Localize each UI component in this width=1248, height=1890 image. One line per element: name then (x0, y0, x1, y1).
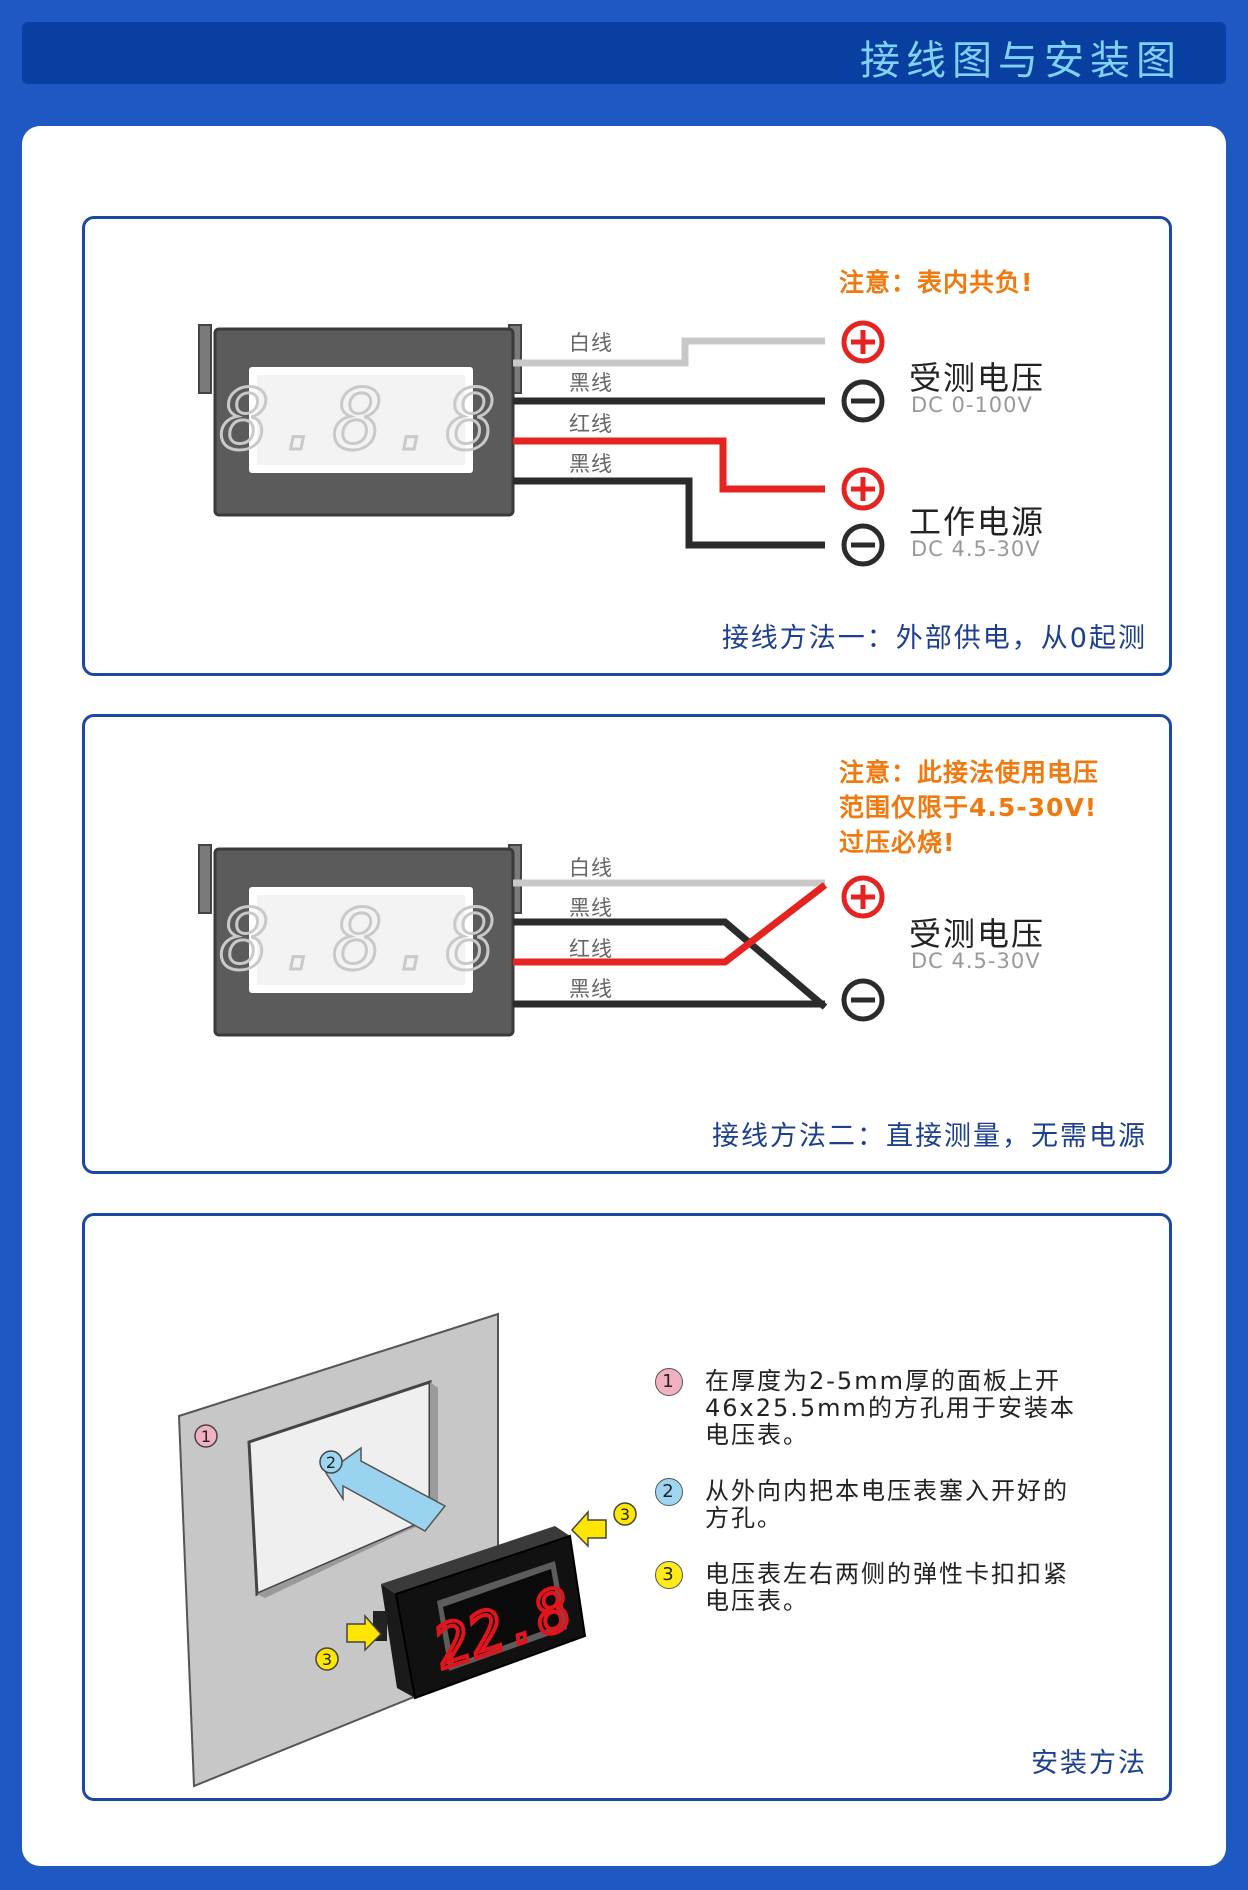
method2-diagram: 8.8.8 (198, 844, 885, 1037)
install-step-1: 1 在厚度为2-5mm厚的面板上开46x25.5mm的方孔用于安装本电压表。 (655, 1367, 1085, 1449)
method2-warning-line-3: 过压必烧! (839, 828, 956, 857)
wiring-method-1-card: 注意：表内共负! 8.8.8 (82, 216, 1172, 676)
display-digits: 8.8.8 (220, 891, 503, 989)
red-wire (513, 882, 828, 966)
step-2-text: 从外向内把本电压表塞入开好的方孔。 (705, 1477, 1069, 1532)
clip-arrow-icon (570, 1510, 607, 1548)
method2-warning-line-2: 范围仅限于4.5-30V! (839, 793, 1098, 822)
marker-1-label: 1 (201, 1427, 211, 1446)
clip-arrow-icon (346, 1614, 383, 1652)
plus-circle-icon (841, 320, 885, 364)
installation-card: 22.8 1 2 3 3 1 在厚度为2-5mm厚的面板上开46x25.5mm的… (82, 1213, 1172, 1801)
meter-body (198, 844, 522, 1037)
measured-voltage-label: 受测电压 (909, 359, 1046, 397)
installation-illustration: 22.8 1 2 3 3 (177, 1312, 637, 1788)
minus-circle-icon (841, 523, 885, 567)
wire-label-red: 红线 (569, 412, 613, 436)
marker-3-left-label: 3 (322, 1650, 332, 1669)
plus-circle-icon (841, 467, 885, 511)
measured-voltage-range: DC 0-100V (911, 393, 1033, 417)
install-step-3: 3 电压表左右两侧的弹性卡扣扣紧电压表。 (655, 1560, 1085, 1615)
step-2-number: 2 (655, 1478, 683, 1506)
method2-warning-line-1: 注意：此接法使用电压 (839, 758, 1100, 787)
power-supply-range: DC 4.5-30V (911, 537, 1041, 561)
push-arrow-icon (324, 1446, 447, 1532)
wire-label-black-1: 黑线 (569, 896, 613, 920)
wiring-method-2-card: 注意：此接法使用电压 范围仅限于4.5-30V! 过压必烧! 8.8.8 白线 … (82, 714, 1172, 1174)
step-1-number: 1 (655, 1368, 683, 1396)
marker-2-label: 2 (326, 1453, 336, 1472)
wire-label-white: 白线 (569, 856, 613, 880)
method1-caption: 接线方法一：外部供电，从0起测 (721, 623, 1147, 654)
method2-warning: 注意：此接法使用电压 范围仅限于4.5-30V! 过压必烧! (839, 755, 1099, 860)
wire-label-black-1: 黑线 (569, 371, 613, 395)
plus-circle-icon (841, 875, 885, 919)
method1-warning: 注意：表内共负! (839, 268, 1034, 297)
white-wire (513, 337, 825, 367)
minus-circle-icon (841, 379, 885, 423)
step-3-number: 3 (655, 1561, 683, 1589)
method2-caption: 接线方法二：直接测量，无需电源 (712, 1121, 1147, 1152)
meter-3d (373, 1526, 587, 1700)
marker-3-left (315, 1647, 339, 1671)
power-supply-label: 工作电源 (909, 503, 1046, 541)
marker-3-right-label: 3 (620, 1505, 630, 1524)
step-3-text: 电压表左右两侧的弹性卡扣扣紧电压表。 (705, 1560, 1069, 1615)
marker-2 (319, 1450, 343, 1474)
meter-body (198, 324, 522, 517)
page-title: 接线图与安装图 (860, 38, 1182, 84)
step-1-text: 在厚度为2-5mm厚的面板上开46x25.5mm的方孔用于安装本电压表。 (705, 1367, 1076, 1449)
install-caption: 安装方法 (1031, 1748, 1147, 1779)
display-digits: 8.8.8 (220, 371, 503, 469)
black-wire-2 (513, 477, 825, 549)
red-wire (513, 437, 825, 493)
wire-label-red: 红线 (569, 937, 613, 961)
minus-circle-icon (841, 978, 885, 1022)
install-step-2: 2 从外向内把本电压表塞入开好的方孔。 (655, 1477, 1085, 1532)
measured-voltage-label: 受测电压 (909, 915, 1046, 953)
wire-label-white: 白线 (569, 331, 613, 355)
black-wire-1 (513, 918, 828, 1010)
marker-1 (194, 1424, 218, 1448)
measured-voltage-range: DC 4.5-30V (911, 949, 1041, 973)
marker-3-right (613, 1502, 637, 1526)
wire-label-black-2: 黑线 (569, 452, 613, 476)
method1-diagram: 8.8.8 (198, 320, 885, 567)
wire-label-black-2: 黑线 (569, 977, 613, 1001)
header-bar: 接线图与安装图 (22, 22, 1226, 84)
